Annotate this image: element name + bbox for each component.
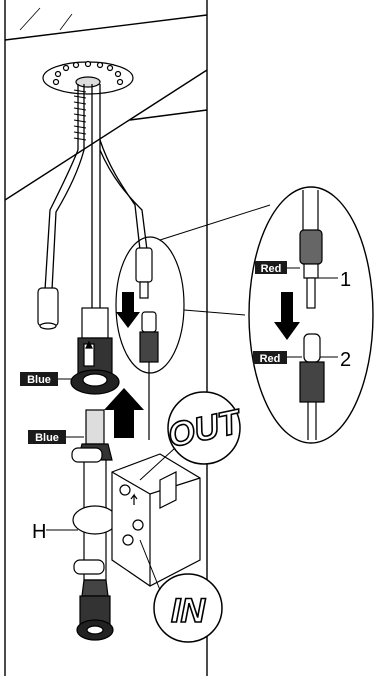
left-plug (37, 287, 59, 330)
zoom-connector-1 (299, 190, 323, 309)
coiled-wire (73, 89, 87, 141)
callout-1: 1 (340, 269, 351, 291)
detail-zoom-circle (248, 186, 374, 444)
up-arrow (104, 388, 144, 438)
svg-text:OUT: OUT (165, 402, 246, 455)
upper-quick-connector (70, 307, 120, 395)
svg-text:IN: IN (171, 592, 206, 630)
svg-text:Blue: Blue (35, 432, 59, 444)
blue-tag-upper: Blue (20, 372, 58, 386)
wall-panel (4, 0, 208, 676)
out-badge: OUT (139, 391, 247, 481)
hoses (44, 84, 148, 310)
detail-ellipse-left (115, 236, 185, 374)
middle-plugs (135, 247, 159, 440)
blue-tag-lower: Blue (28, 430, 66, 444)
callout-2: 2 (340, 349, 351, 371)
red-tag-upper: Red (255, 261, 287, 275)
middle-down-arrow (116, 292, 140, 328)
ceiling-flange (42, 60, 134, 95)
zoom-lines (159, 204, 271, 316)
control-box (111, 453, 201, 587)
callout-h: H (32, 521, 46, 543)
zoom-connector-2 (299, 333, 325, 440)
valve-assembly (71, 409, 118, 641)
zoom-down-arrow (274, 292, 300, 340)
in-badge: IN (139, 539, 223, 643)
svg-text:Red: Red (260, 353, 281, 365)
red-tag-lower: Red (253, 351, 287, 365)
svg-text:Blue: Blue (27, 374, 51, 386)
svg-text:Red: Red (261, 263, 282, 275)
